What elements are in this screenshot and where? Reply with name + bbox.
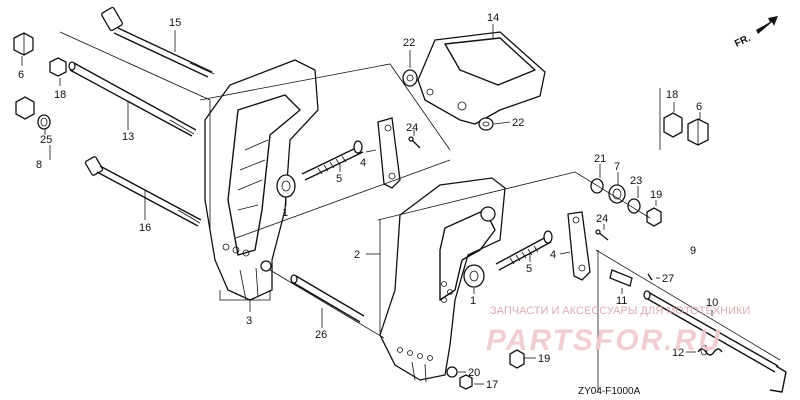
callout-9: 9 [690, 245, 696, 257]
callout-17: 17 [486, 379, 498, 391]
callout-5: 5 [336, 173, 342, 185]
tilt-rod-5-lower [495, 230, 553, 271]
front-arrow-icon [756, 16, 778, 34]
callout-4: 4 [550, 249, 556, 261]
tilt-lock-rod [643, 290, 787, 393]
callout-26: 26 [315, 329, 327, 341]
front-indicator-label: FR. [733, 33, 752, 50]
shaft-13 [68, 61, 197, 137]
pin-24-lower [595, 229, 609, 241]
assembly-outlines [49, 31, 781, 392]
washer-1-upper [276, 174, 296, 198]
callout-24: 24 [406, 122, 418, 134]
callout-23: 23 [630, 175, 642, 187]
lever-4-lower [567, 211, 591, 281]
watermark: ЗАПЧАСТИ И АКСЕССУАРЫ ДЛЯ МОТОТЕХНИКИ PA… [486, 305, 750, 357]
callout-20: 20 [468, 367, 480, 379]
callout-15: 15 [169, 17, 181, 29]
callout-22: 22 [512, 117, 524, 129]
nut-18-right [663, 112, 683, 138]
callout-25: 25 [40, 134, 52, 146]
washer-22-top [402, 69, 418, 87]
pin-27 [647, 273, 653, 281]
callout-27: 27 [662, 273, 674, 285]
nut-6-right [687, 118, 709, 146]
callout-12: 12 [672, 347, 684, 359]
callout-leaders [21, 24, 713, 385]
bolt-15 [101, 6, 215, 78]
drawing-code: ZY04-F1000A [578, 386, 641, 397]
callout-18: 18 [54, 89, 66, 101]
callout-7: 7 [614, 161, 620, 173]
washer-23 [627, 198, 641, 214]
callout-18: 18 [666, 89, 678, 101]
spring-12 [697, 344, 723, 356]
callout-19: 19 [538, 353, 550, 365]
callout-1: 1 [470, 295, 476, 307]
nut-18-left [49, 57, 67, 77]
callout-6: 6 [696, 101, 702, 113]
shaft-26 [290, 274, 365, 323]
nut-25-left [15, 96, 51, 130]
callout-4: 4 [360, 157, 366, 169]
watermark-caption: ЗАПЧАСТИ И АКСЕССУАРЫ ДЛЯ МОТОТЕХНИКИ [490, 305, 750, 317]
washer-7 [608, 184, 626, 204]
callout-2: 2 [354, 249, 360, 261]
callout-24: 24 [596, 213, 608, 225]
stern-bracket-right [379, 177, 506, 383]
pin-24-upper [408, 136, 421, 149]
washer-21 [590, 178, 604, 194]
washer-20 [446, 366, 458, 378]
bolt-16 [84, 156, 202, 227]
callout-21: 21 [594, 153, 606, 165]
lever-4-upper [377, 117, 401, 189]
callout-13: 13 [122, 131, 134, 143]
callout-19: 19 [650, 189, 662, 201]
callout-10: 10 [706, 297, 718, 309]
callout-5: 5 [526, 263, 532, 275]
watermark-brand: PARTSFOR.RU [486, 324, 722, 357]
washer-22-mid [478, 117, 494, 131]
plate-11 [609, 269, 633, 287]
nut-19-lower [509, 349, 525, 369]
callout-22: 22 [403, 37, 415, 49]
callout-3: 3 [246, 315, 252, 327]
callout-14: 14 [487, 12, 499, 24]
nut-17 [459, 374, 473, 390]
callout-8: 8 [36, 159, 42, 171]
nut-6-left [13, 32, 34, 56]
callout-6: 6 [18, 69, 24, 81]
stern-bracket-left [204, 59, 319, 301]
tilt-rod-5-upper [301, 140, 364, 181]
callout-labels: 15 6 18 25 8 13 16 22 14 22 24 4 5 1 3 2… [18, 12, 718, 391]
nut-19-upper [646, 207, 662, 227]
bracket-14 [417, 31, 546, 125]
callout-16: 16 [139, 222, 151, 234]
callout-11: 11 [616, 295, 627, 307]
washer-1-lower [463, 264, 485, 288]
callout-1: 1 [282, 207, 288, 219]
